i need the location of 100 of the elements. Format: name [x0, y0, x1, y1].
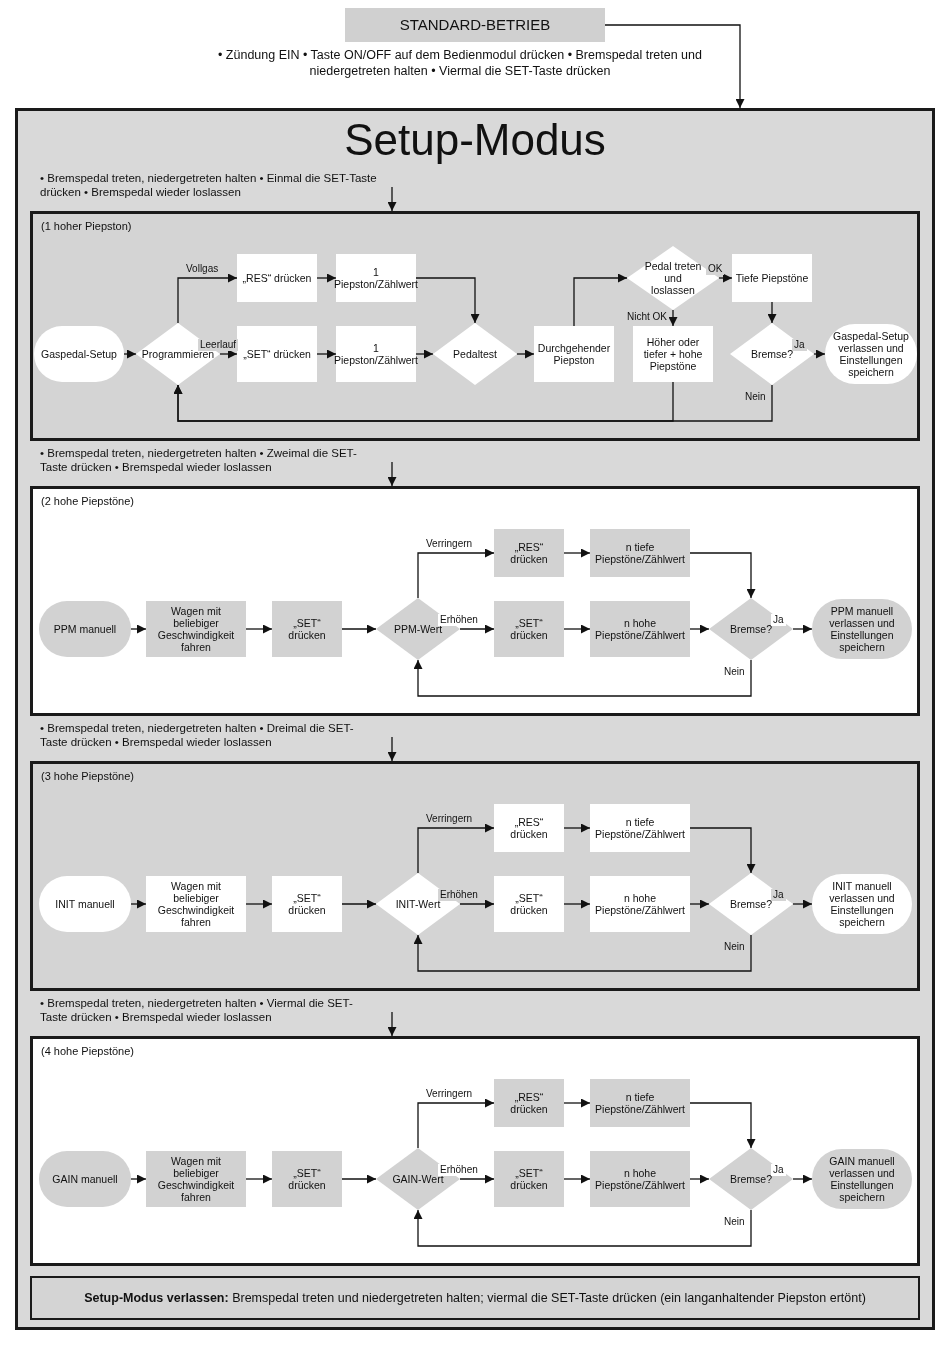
edge-label: Ja [771, 889, 786, 901]
arrow [516, 349, 535, 359]
arrow [316, 349, 337, 359]
arrow [718, 273, 733, 283]
arrow [341, 1174, 377, 1184]
process-box: Wagen mit beliebiger Geschwindigkeit fahren [146, 601, 246, 657]
process-box: Durchgehender Piepston [534, 326, 614, 382]
arrow [130, 1174, 147, 1184]
panel-note: (4 hohe Piepstöne) [41, 1045, 134, 1057]
terminal-pill: Gaspedal-Setup [34, 326, 124, 382]
arrow [563, 548, 591, 558]
arrow [417, 548, 495, 599]
process-box: n tiefe Piepstöne/Zählwert [590, 804, 690, 852]
arrow [417, 823, 495, 874]
arrow [415, 349, 434, 359]
arrow [459, 624, 495, 634]
arrow [767, 301, 777, 324]
arrow [792, 624, 813, 634]
terminal-pill: PPM manuell verlassen und Einstellungen speichern [812, 599, 912, 659]
process-box: „RES“ drücken [237, 254, 317, 302]
edge-label: Nein [722, 1216, 747, 1228]
edge-label: Erhöhen [438, 889, 480, 901]
terminal-pill: INIT manuell [39, 876, 131, 932]
process-box: „SET“ drücken [237, 326, 317, 382]
arrow [459, 899, 495, 909]
arrow [130, 899, 147, 909]
terminal-pill: Gaspedal-Setup verlassen und Einstellungen speichern [825, 324, 917, 384]
arrow [813, 349, 826, 359]
arrow [413, 659, 752, 697]
edge-label: Ja [792, 339, 807, 351]
panel-note: (3 hohe Piepstöne) [41, 770, 134, 782]
arrow [173, 381, 674, 422]
mode-box: STANDARD-BETRIEB [345, 8, 605, 42]
arrow [413, 934, 752, 972]
arrow [573, 273, 628, 327]
panel-note: (2 hohe Piepstöne) [41, 495, 134, 507]
arrow [689, 1102, 756, 1149]
edge-label: Ja [771, 614, 786, 626]
arrow [792, 1174, 813, 1184]
process-box: „SET“ drücken [494, 601, 564, 657]
edge-label: Leerlauf [198, 339, 239, 351]
process-box: „SET“ drücken [494, 876, 564, 932]
flow-panel [30, 486, 920, 716]
arrow [316, 273, 337, 283]
process-box: „SET“ drücken [272, 1151, 342, 1207]
arrow [387, 186, 397, 212]
terminal-pill: GAIN manuell [39, 1151, 131, 1207]
terminal-pill: GAIN manuell verlassen und Einstellungen speichern [812, 1149, 912, 1209]
flow-panel [30, 761, 920, 991]
process-box: 1 Piepston/Zählwert [336, 254, 416, 302]
arrow [689, 827, 756, 874]
edge-label: Erhöhen [438, 1164, 480, 1176]
process-box: „SET“ drücken [272, 876, 342, 932]
process-box: n hohe Piepstöne/Zählwert [590, 601, 690, 657]
arrow [415, 277, 480, 324]
process-box: Höher oder tiefer + hohe Piepstöne [633, 326, 713, 382]
arrow [177, 273, 238, 324]
arrow [689, 552, 756, 599]
process-box: n tiefe Piepstöne/Zählwert [590, 529, 690, 577]
edge-label: Verringern [424, 1088, 475, 1100]
flow-panel [30, 211, 920, 441]
edge-label: Nein [722, 666, 747, 678]
process-box: Wagen mit beliebiger Geschwindigkeit fahren [146, 876, 246, 932]
arrow [689, 899, 710, 909]
decision-diamond: Pedaltest [433, 323, 517, 385]
arrow [130, 624, 147, 634]
process-box: „RES“ drücken [494, 804, 564, 852]
arrow [563, 1174, 591, 1184]
process-box: „SET“ drücken [272, 601, 342, 657]
arrow [245, 899, 273, 909]
arrow [563, 1098, 591, 1108]
arrow [387, 461, 397, 487]
process-box: Tiefe Piepstöne [732, 254, 812, 302]
edge-label: Vollgas [184, 263, 221, 275]
arrow [413, 1209, 752, 1247]
edge-label: Erhöhen [438, 614, 480, 626]
setup-frame [15, 108, 935, 1330]
terminal-pill: PPM manuell [39, 601, 131, 657]
process-box: n hohe Piepstöne/Zählwert [590, 876, 690, 932]
edge-label: Verringern [424, 813, 475, 825]
arrow [123, 349, 137, 359]
process-box: „RES“ drücken [494, 529, 564, 577]
edge-label: Nein [722, 941, 747, 953]
arrow [689, 624, 710, 634]
arrow [792, 899, 813, 909]
arrow [459, 1174, 495, 1184]
arrow [387, 736, 397, 762]
terminal-pill: INIT manuell verlassen und Einstellungen speichern [812, 874, 912, 934]
edge-label: Nicht OK [625, 311, 669, 323]
arrow [219, 349, 238, 359]
arrow [668, 309, 678, 327]
process-box: 1 Piepston/Zählwert [336, 326, 416, 382]
arrow [245, 1174, 273, 1184]
edge-label: OK [706, 263, 725, 275]
edge-label: Nein [743, 391, 768, 403]
frame-title: Setup-Modus [343, 115, 607, 165]
arrow [604, 24, 745, 109]
process-box: n tiefe Piepstöne/Zählwert [590, 1079, 690, 1127]
panel-note: (1 hoher Piepston) [41, 220, 132, 232]
arrow [417, 1098, 495, 1149]
